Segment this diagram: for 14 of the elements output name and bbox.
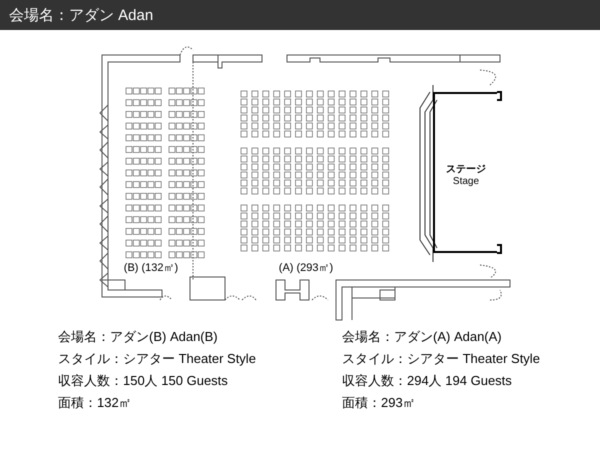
room-label: (B) (132㎡) bbox=[122, 261, 180, 275]
stage-area bbox=[433, 92, 497, 253]
venue-info-text: 会場名：アダン(B) Adan(B) bbox=[58, 328, 218, 346]
room-label: (A) (293㎡) bbox=[278, 261, 334, 275]
venue-info-text: スタイル：シアター Theater Style bbox=[58, 350, 256, 368]
venue-info-text: 収容人数：294人 194 Guests bbox=[342, 372, 512, 390]
venue-info-text: スタイル：シアター Theater Style bbox=[342, 350, 540, 368]
venue-info-text: 面積：132㎡ bbox=[58, 394, 132, 412]
venue-info-text: 会場名：アダン(A) Adan(A) bbox=[342, 328, 502, 346]
stage-label: Stage bbox=[452, 176, 480, 188]
venue-info-text: 面積：293㎡ bbox=[342, 394, 416, 412]
venue-info-text: 収容人数：150人 150 Guests bbox=[58, 372, 228, 390]
title: 会場名：アダン Adan bbox=[9, 6, 154, 25]
stage-label: ステージ bbox=[445, 164, 487, 176]
